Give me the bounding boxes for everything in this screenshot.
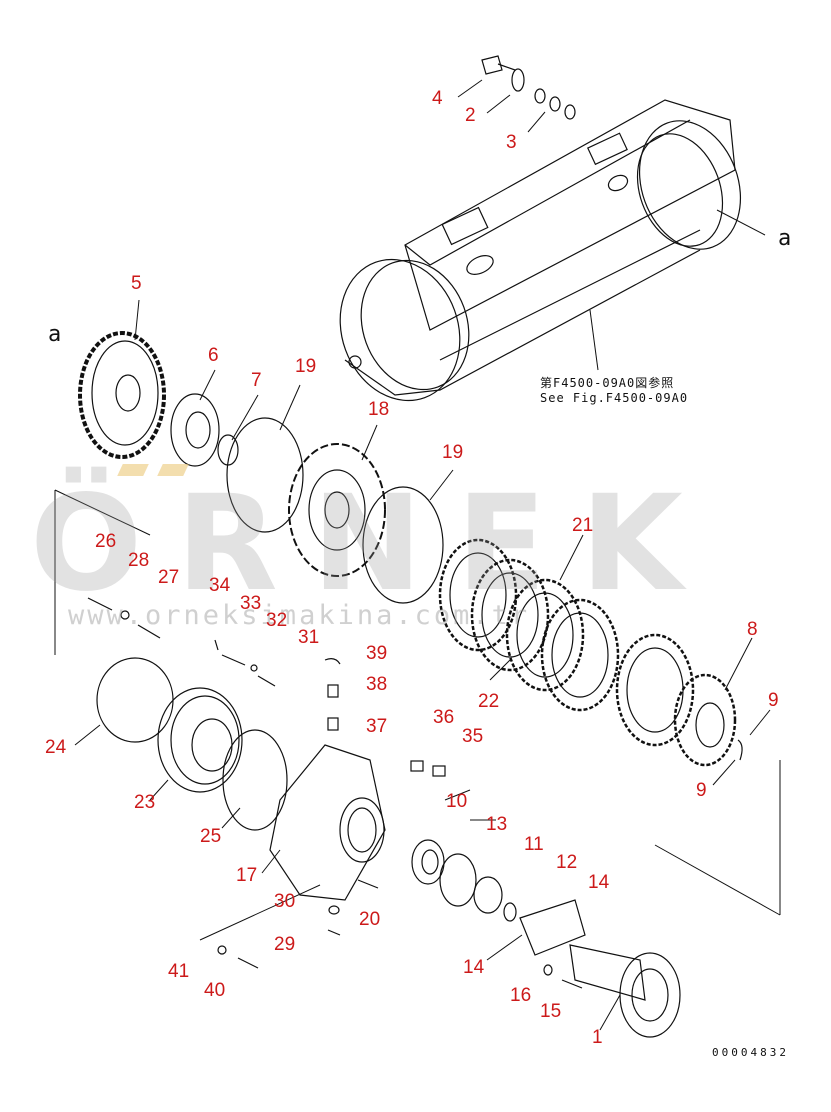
reference-note-en: See Fig.F4500-09A0 (540, 391, 689, 405)
callout-20: 20 (359, 909, 381, 930)
callout-40: 40 (204, 980, 226, 1001)
collar-11 (473, 876, 503, 914)
callout-4: 4 (432, 88, 443, 109)
view-mark-a-right: a (778, 226, 792, 251)
callout-27: 27 (158, 567, 180, 588)
callout-16: 16 (510, 985, 532, 1006)
cage-18 (288, 443, 386, 577)
reference-note-jp: 第F4500-09A0図参照 (540, 376, 675, 390)
housing-17 (269, 744, 386, 901)
callout-33: 33 (240, 593, 262, 614)
callout-2: 2 (465, 105, 476, 126)
plate-14 (519, 899, 586, 956)
callout-17: 17 (236, 865, 258, 886)
small-parts (87, 597, 583, 989)
bolt-washer-group (481, 55, 576, 120)
callout-11: 11 (524, 834, 544, 855)
callout-18: 18 (368, 399, 390, 420)
callout-13: 13 (486, 814, 508, 835)
callout-23: 23 (134, 792, 156, 813)
callout-37: 37 (366, 716, 388, 737)
callout-26: 26 (95, 531, 117, 552)
o-ring-19a (226, 417, 304, 533)
callout-36: 36 (433, 707, 455, 728)
case-housing (339, 99, 742, 402)
callout-22: 22 (478, 691, 500, 712)
callout-24: 24 (45, 737, 67, 758)
o-ring-25 (222, 729, 288, 831)
callout-8: 8 (747, 619, 758, 640)
bearing-10 (411, 839, 445, 885)
callout-19a: 19 (295, 356, 317, 377)
callout-1: 1 (592, 1027, 603, 1048)
drawing-number: 00004832 (712, 1046, 789, 1059)
callout-32: 32 (266, 610, 288, 631)
callout-14b: 14 (463, 957, 485, 978)
callout-41: 41 (168, 961, 190, 982)
callout-15: 15 (540, 1001, 562, 1022)
callout-12: 12 (556, 852, 578, 873)
view-mark-a-left: a (48, 322, 62, 347)
callout-35: 35 (462, 726, 484, 747)
callout-3: 3 (506, 132, 517, 153)
o-ring-19b (362, 486, 444, 604)
leader-lines (54, 79, 781, 1031)
callout-19b: 19 (442, 442, 464, 463)
gear-5 (78, 331, 166, 459)
callout-9a: 9 (768, 690, 779, 711)
callout-29: 29 (274, 934, 296, 955)
callout-5: 5 (131, 273, 142, 294)
seal-13 (439, 853, 477, 907)
callout-28: 28 (128, 550, 150, 571)
callout-14a: 14 (588, 872, 610, 893)
callout-31: 31 (298, 627, 320, 648)
callout-25: 25 (200, 826, 222, 847)
callout-38: 38 (366, 674, 388, 695)
callout-7: 7 (251, 370, 262, 391)
callout-6: 6 (208, 345, 219, 366)
shaft-1 (569, 944, 681, 1038)
callout-30: 30 (274, 891, 296, 912)
o-ring-12 (503, 902, 517, 922)
piston-23 (157, 687, 243, 793)
snap-ring-9 (737, 739, 743, 761)
bearing-6 (170, 393, 220, 467)
hub-8 (673, 673, 737, 767)
callout-39: 39 (366, 643, 388, 664)
callout-10: 10 (446, 791, 468, 812)
callout-21: 21 (572, 515, 594, 536)
clutch-plates (438, 538, 695, 747)
callout-34: 34 (209, 575, 231, 596)
callout-9b: 9 (696, 780, 707, 801)
o-ring-24 (96, 657, 174, 743)
